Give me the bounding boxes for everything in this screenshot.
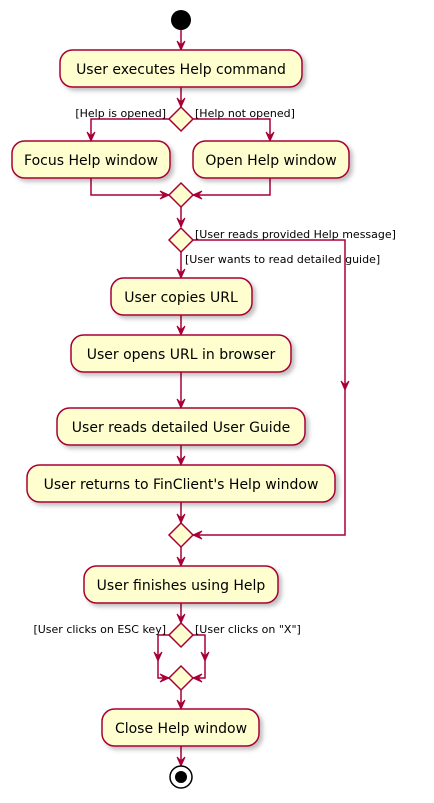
activity-label: Open Help window <box>205 153 336 169</box>
activity-finish-help: User finishes using Help <box>83 565 279 604</box>
merge-help-state <box>167 181 195 209</box>
activity-close-help: Close Help window <box>101 708 260 747</box>
activity-focus-help: Focus Help window <box>11 140 171 179</box>
guard-help-not-opened: [Help not opened] <box>195 107 295 120</box>
activity-execute-help: User executes Help command <box>59 49 303 88</box>
decision-close-method <box>167 621 195 649</box>
guard-reads-message: [User reads provided Help message] <box>195 228 396 241</box>
activity-open-url: User opens URL in browser <box>70 334 292 373</box>
activity-return-help: User returns to FinClient's Help window <box>26 464 336 503</box>
activity-label: User copies URL <box>124 290 238 306</box>
guard-wants-guide: [User wants to read detailed guide] <box>185 253 380 266</box>
diamonds <box>167 105 195 692</box>
end-node <box>169 765 193 789</box>
decision-help-state <box>167 105 195 133</box>
merge-read-guide <box>167 521 195 549</box>
decision-read-guide <box>167 226 195 254</box>
start-node <box>171 10 191 30</box>
activity-label: User opens URL in browser <box>87 347 276 363</box>
activity-label: User executes Help command <box>76 62 286 78</box>
guard-clicks-x: [User clicks on "X"] <box>195 623 301 636</box>
activity-label: User returns to FinClient's Help window <box>44 477 319 493</box>
activity-copy-url: User copies URL <box>110 277 253 316</box>
guard-esc-key: [User clicks on ESC key] <box>33 623 166 636</box>
activity-label: User reads detailed User Guide <box>72 420 290 436</box>
activity-label: Close Help window <box>115 721 247 737</box>
activity-open-help: Open Help window <box>192 140 350 179</box>
activity-label: User finishes using Help <box>97 578 266 594</box>
guard-help-opened: [Help is opened] <box>75 107 166 120</box>
activity-read-guide: User reads detailed User Guide <box>56 407 306 446</box>
activity-label: Focus Help window <box>24 153 158 169</box>
arrowheads <box>86 40 350 768</box>
merge-close-method <box>167 664 195 692</box>
